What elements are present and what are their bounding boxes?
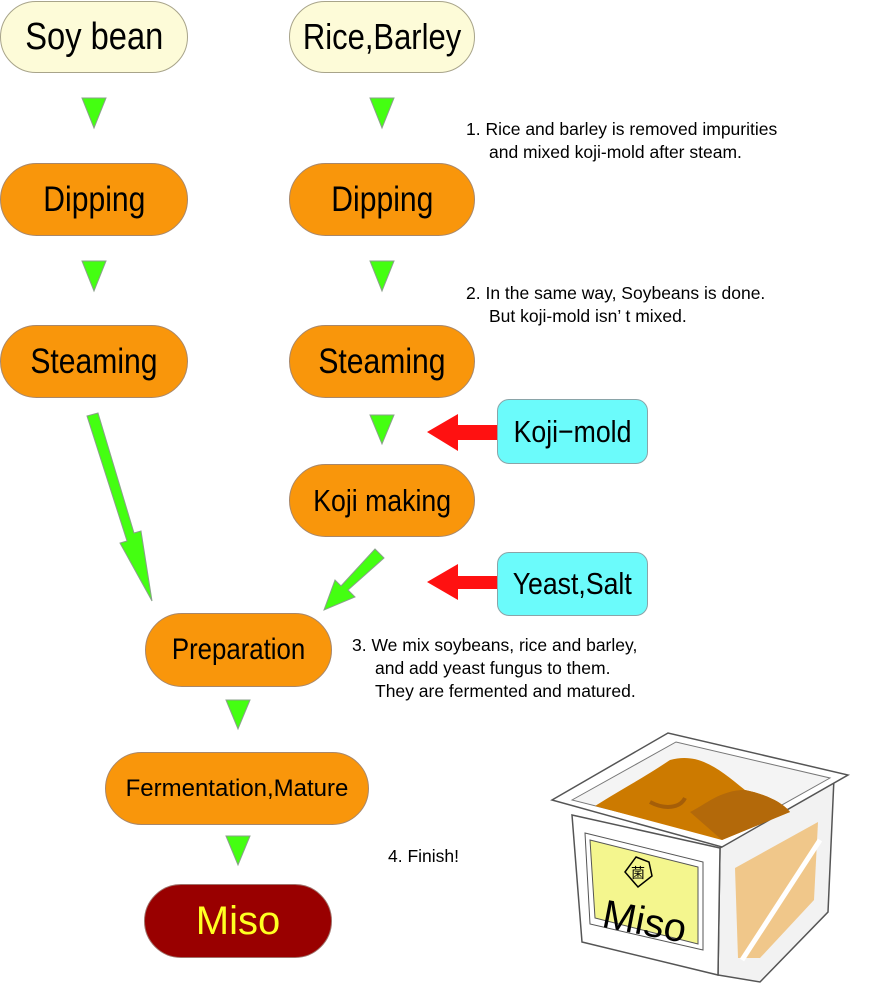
- note-line: But koji-mold isn’ t mixed.: [489, 306, 687, 326]
- flow-arrow-down-icon: [369, 414, 395, 446]
- node-label: Yeast,Salt: [512, 566, 633, 601]
- flow-arrow-down-icon: [225, 699, 251, 731]
- node-label: Koji−mold: [513, 413, 632, 449]
- flow-arrow-down-icon: [81, 260, 107, 293]
- note-line: 3. We mix soybeans, rice and barley,: [352, 635, 638, 655]
- node-label: Koji making: [313, 482, 451, 518]
- node-dipping-left: Dipping: [0, 163, 188, 236]
- node-steaming-right: Steaming: [289, 325, 475, 398]
- node-rice-barley: Rice,Barley: [289, 1, 475, 73]
- node-koji-mold: Koji−mold: [497, 399, 648, 464]
- node-koji-making: Koji making: [289, 464, 475, 537]
- node-label: Miso: [195, 898, 281, 943]
- note-line: and mixed koji-mold after steam.: [489, 142, 742, 162]
- node-label: Dipping: [42, 179, 146, 219]
- node-miso: Miso: [144, 884, 332, 958]
- note-line: They are fermented and matured.: [375, 681, 636, 701]
- node-soy-bean: Soy bean: [0, 1, 188, 73]
- node-dipping-right: Dipping: [289, 163, 475, 236]
- note-step-3: 3. We mix soybeans, rice and barley, and…: [352, 634, 637, 703]
- miso-paste-swirl: [649, 796, 687, 809]
- node-preparation: Preparation: [145, 613, 332, 687]
- node-fermentation: Fermentation,Mature: [105, 752, 369, 825]
- flow-arrow-down-icon: [81, 97, 107, 130]
- container-label-inner: [589, 839, 699, 945]
- add-arrow-left-icon: [427, 564, 497, 600]
- node-label: Steaming: [30, 341, 158, 381]
- note-line: 4. Finish!: [388, 846, 459, 866]
- container-side-content: [735, 822, 818, 958]
- emblem-pentagon-icon: [624, 856, 653, 889]
- note-step-1: 1. Rice and barley is removed impurities…: [466, 118, 777, 164]
- note-line: and add yeast fungus to them.: [375, 658, 611, 678]
- note-line: 2. In the same way, Soybeans is done.: [466, 283, 766, 303]
- add-arrow-left-icon: [427, 414, 497, 451]
- node-label: Soy bean: [24, 15, 164, 58]
- node-yeast-salt: Yeast,Salt: [497, 552, 648, 616]
- container-highlight: [739, 838, 823, 962]
- node-label: Dipping: [330, 179, 434, 219]
- flow-arrow-down-icon: [369, 260, 395, 293]
- node-steaming-left: Steaming: [0, 325, 188, 398]
- node-label: Fermentation,Mature: [125, 774, 349, 802]
- node-label: Rice,Barley: [302, 16, 462, 57]
- flow-arrow-down-icon: [225, 835, 251, 867]
- flow-arrow-diagonal-icon: [323, 548, 385, 611]
- node-label: Steaming: [318, 341, 446, 381]
- note-line: 1. Rice and barley is removed impurities: [466, 119, 778, 139]
- note-step-4: 4. Finish!: [388, 845, 459, 868]
- flow-arrow-diagonal-icon: [86, 412, 153, 602]
- note-step-2: 2. In the same way, Soybeans is done. Bu…: [466, 282, 765, 328]
- node-label: Preparation: [171, 633, 306, 666]
- flow-arrow-down-icon: [369, 97, 395, 130]
- miso-paste-shade: [690, 790, 790, 840]
- emblem-glyph: 菌: [631, 866, 645, 882]
